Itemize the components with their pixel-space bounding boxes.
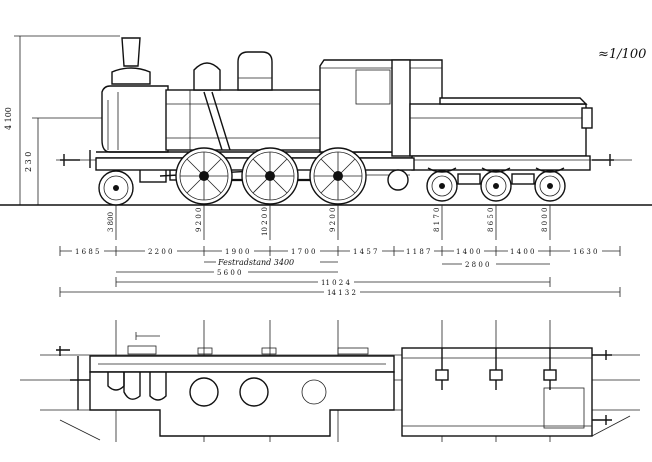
dim-segment-6: 1 1 8 7 [406,248,431,256]
dim-fixed-wheelbase: Festradstand 3400 [217,258,294,267]
height-label-total: 4 100 [4,107,13,130]
leading-wheel [98,170,134,206]
dim-segment-9: 1 6 3 0 [573,248,598,256]
axle-load-5: 8 1 7 0 [433,208,441,233]
axle-load-4: 9 2 0 0 [329,208,337,233]
dim-segment-7: 1 4 0 0 [456,248,481,256]
height-dimensions: 4 100 2 3 0 [4,35,120,205]
dim-segment-1: 1 6 8 5 [75,248,100,256]
dim-segment-3: 1 9 0 0 [225,248,250,256]
axle-load-1: 3 800 [107,212,115,232]
axle-loads: 3 800 9 2 0 0 10 2 0 0 9 2 0 0 8 1 7 0 8… [107,205,551,240]
axle-load-6: 8 6 5 0 [487,208,495,233]
tender-wheel-2 [480,170,512,202]
steam-dome [193,62,221,91]
dim-segment-8: 1 4 0 0 [510,248,535,256]
chimney [121,37,141,67]
tender-wheel-1 [426,170,458,202]
dim-segment-2: 2 2 0 0 [148,248,173,256]
boiler [165,89,323,151]
height-label-axle: 2 3 0 [24,152,33,172]
side-view [0,37,652,206]
plan-view [20,320,640,442]
sand-dome [237,51,273,91]
cab-door [391,59,411,157]
driving-wheel-3 [309,147,367,205]
length-dimensions: 1 6 8 5 2 2 0 0 1 9 0 0 1 7 0 0 1 4 5 7 … [59,245,621,297]
smokebox-top [111,67,151,85]
smokebox [101,85,169,153]
driving-wheel-1 [175,147,233,205]
dim-engine-wheelbase: 5 6 0 0 [217,269,242,277]
tender-body [409,103,587,157]
driving-wheel-2 [241,147,299,205]
axle-load-3: 10 2 0 0 [261,207,269,236]
cab-window [355,69,391,105]
dim-total-wheelbase: 11 0 2 4 [321,279,350,287]
dim-segment-5: 1 4 5 7 [353,248,378,256]
axle-load-2: 9 2 0 0 [195,208,203,233]
scale-note: ≈1/100 [598,47,646,62]
tender-wheel-3 [534,170,566,202]
plan-tender [401,347,593,437]
axle-load-7: 8 0 0 0 [541,208,549,233]
dim-total-length: 14 1 3 2 [327,289,356,297]
trailing-wheel [387,169,409,191]
dim-tender-wheelbase: 2 8 0 0 [465,261,490,269]
dim-segment-4: 1 7 0 0 [291,248,316,256]
